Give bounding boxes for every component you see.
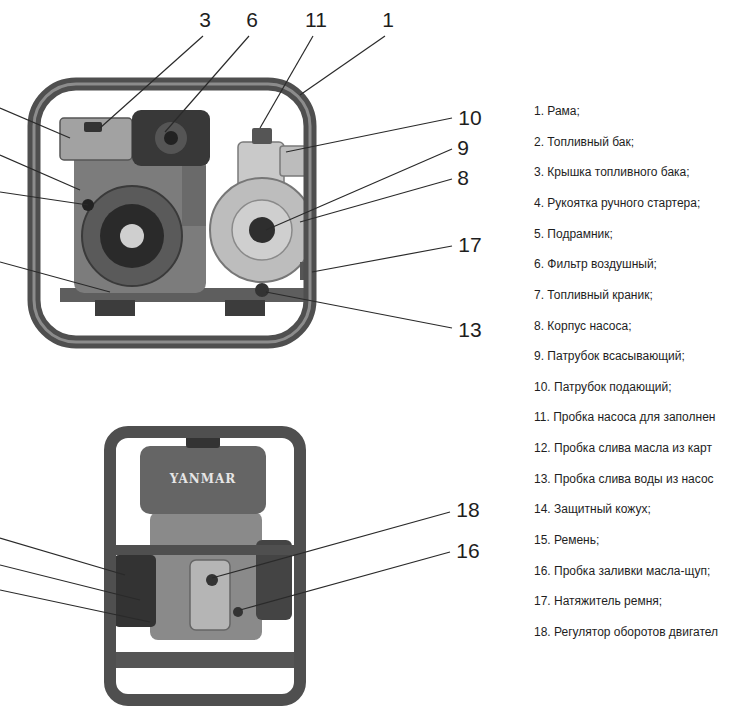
legend-entry: 5. Подрамник; [534,228,613,242]
callout-number: 9 [457,136,469,160]
legend-entry: 3. Крышка топливного бака; [534,166,690,180]
legend-entry: 8. Корпус насоса; [534,320,632,334]
callout-number: 10 [458,106,481,130]
callout-number: 1 [382,8,394,32]
legend-entry: 17. Натяжитель ремня; [534,595,662,609]
callout-number: 6 [246,8,258,32]
callout-number: 8 [457,166,469,190]
brand-text: YANMAR [170,473,237,487]
legend-entry: 9. Патрубок всасывающий; [534,350,685,364]
legend-entry: 12. Пробка слива масла из карт [534,442,712,456]
leader-lines [0,36,452,622]
callout-number: 18 [456,498,479,522]
front-view [34,84,314,342]
legend-entry: 10. Патрубок подающий; [534,381,672,395]
legend-entry: 6. Фильтр воздушный; [534,258,657,272]
legend-entry: 2. Топливный бак; [534,136,634,150]
callout-number: 17 [458,233,481,257]
legend-entry: 1. Рама; [534,105,580,119]
side-view [110,432,300,700]
legend-entry: 13. Пробка слива воды из насос [534,473,714,487]
callout-number: 3 [199,8,211,32]
legend-entry: 4. Рукоятка ручного стартера; [534,197,700,211]
legend-entry: 11. Пробка насоса для заполнен [534,412,715,426]
legend-entry: 7. Топливный краник; [534,289,653,303]
legend-entry: 18. Регулятор оборотов двигател [534,626,718,640]
legend-entry: 15. Ремень; [534,534,599,548]
callout-number: 13 [458,318,481,342]
legend-entry: 14. Защитный кожух; [534,504,651,518]
legend-entry: 16. Пробка заливки масла-щуп; [534,565,710,579]
callout-number: 11 [305,8,327,32]
callout-number: 16 [456,539,479,563]
